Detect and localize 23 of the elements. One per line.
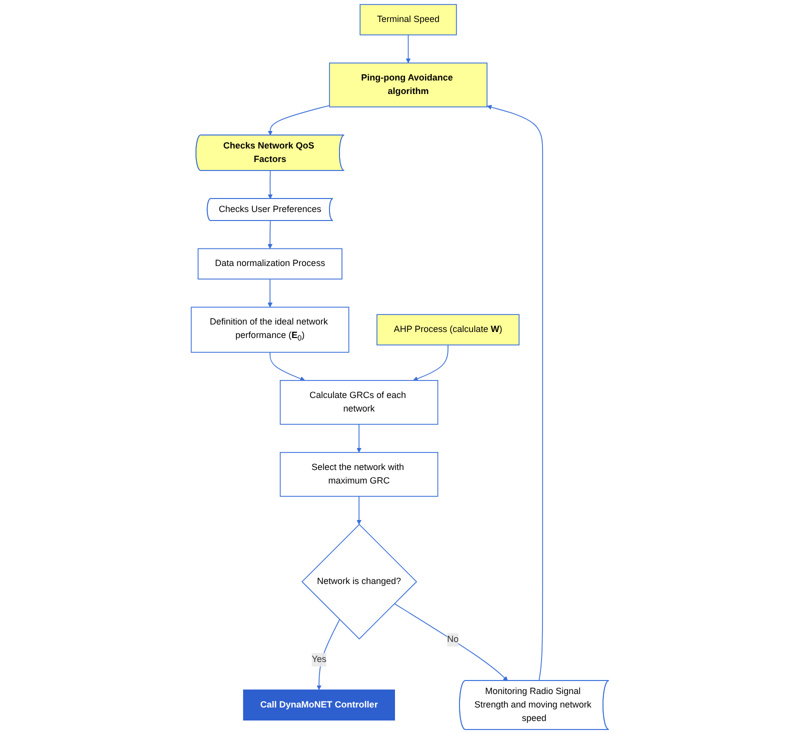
node-diamond: Network is changed? [301, 524, 418, 640]
arrow [356, 424, 362, 453]
arrow [270, 352, 306, 382]
arrow [268, 170, 273, 200]
arrow [316, 619, 340, 690]
arrow [394, 603, 508, 682]
edge-label: Yes [312, 654, 326, 664]
arrow [406, 34, 411, 64]
node-box: Ping-pong Avoidance algorithm [329, 62, 488, 108]
edge-label: No [447, 634, 459, 644]
arrow [486, 104, 544, 682]
arrow [413, 344, 448, 382]
node-box: Select the network with maximum GRC [280, 452, 438, 497]
node-box: Calculate GRCs of each network [280, 380, 438, 425]
node-box: Data normalization Process [198, 248, 342, 280]
node-box: Terminal Speed [360, 4, 457, 36]
node-box: Definition of the ideal network performance (E$_{0}$) [190, 306, 350, 353]
arrow [356, 496, 362, 525]
node-box: Call DynaMoNET Controller [243, 690, 395, 720]
arrow [268, 278, 272, 308]
arrow [268, 220, 272, 249]
node-box: AHP Process (calculate W) [376, 314, 520, 346]
arrow [268, 105, 330, 136]
